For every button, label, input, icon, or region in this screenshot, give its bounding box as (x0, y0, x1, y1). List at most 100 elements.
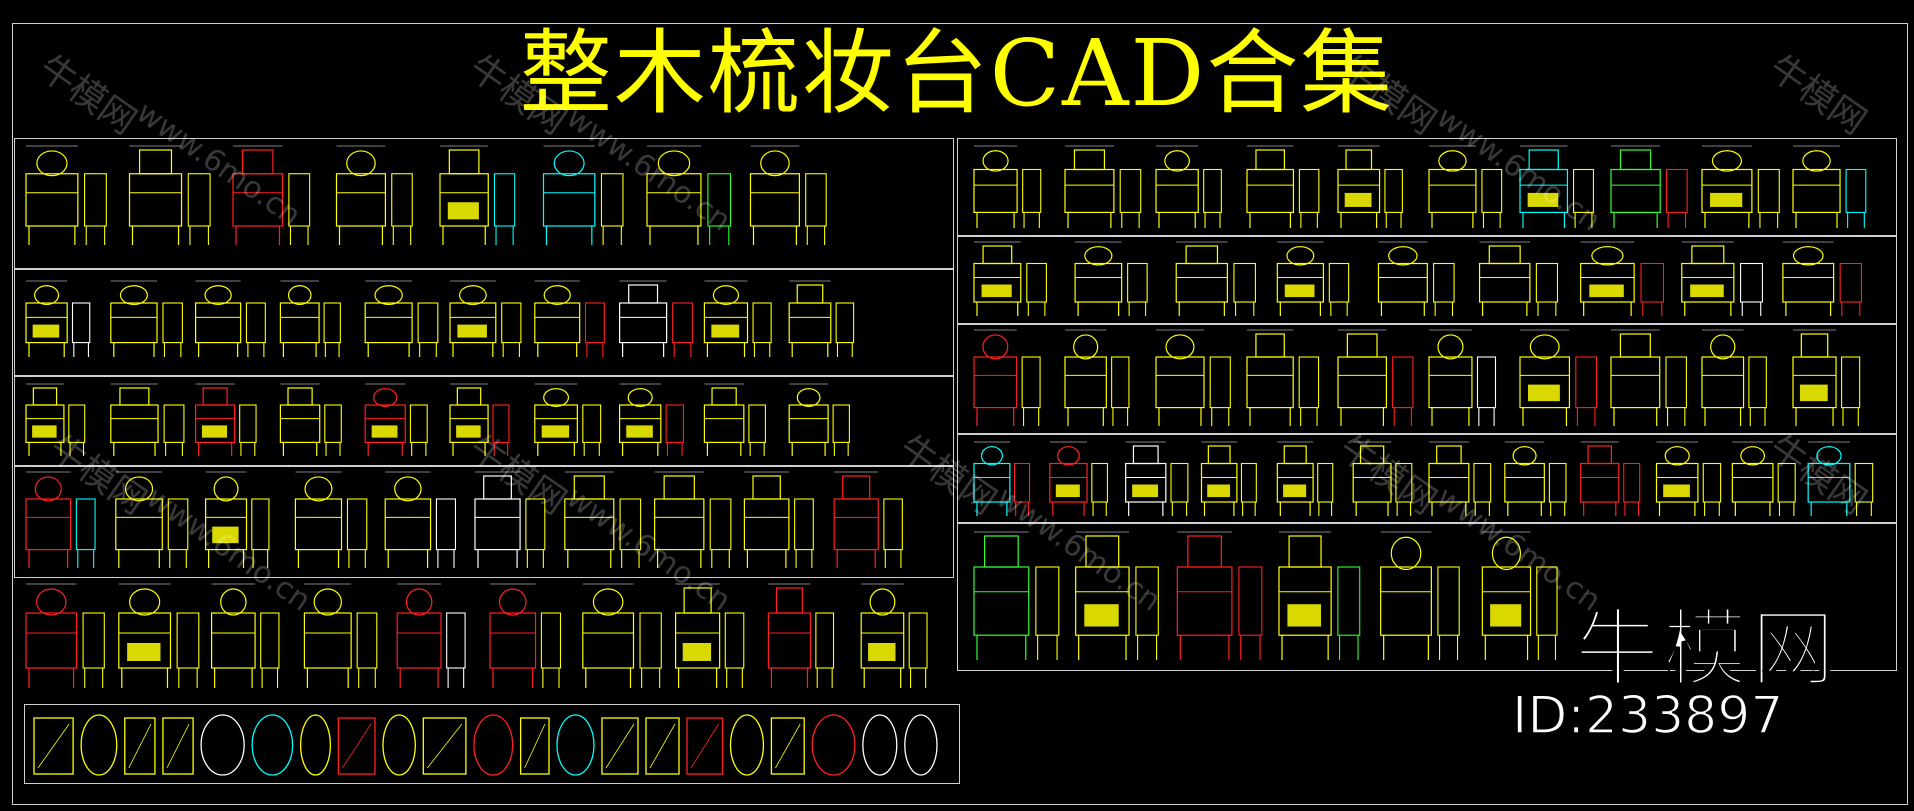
cad-drawing-33 (474, 471, 546, 568)
cad-mirror-17 (770, 717, 805, 775)
cad-mirror-13 (601, 717, 639, 775)
panel-right-row-2 (957, 236, 1897, 324)
cad-drawing-44 (582, 583, 662, 688)
cad-drawing-60 (1175, 241, 1256, 316)
cad-drawing-16 (703, 280, 772, 357)
cad-mirror-19 (862, 714, 898, 776)
cad-mirror-12 (556, 714, 595, 776)
cad-drawing-64 (1580, 241, 1665, 316)
cad-mirror-20 (904, 714, 938, 776)
cad-drawing-58 (973, 241, 1047, 316)
cad-drawing-54 (1519, 145, 1594, 228)
cad-drawing-73 (1519, 329, 1598, 426)
cad-mirror-16 (729, 714, 765, 776)
cad-drawing-66 (1782, 241, 1863, 316)
panel-right-row-1 (957, 138, 1897, 236)
cad-drawing-8 (25, 280, 91, 357)
cad-drawing-28 (25, 471, 96, 568)
panel-right-row-4 (957, 434, 1897, 523)
cad-drawing-56 (1701, 145, 1780, 228)
cad-drawing-3 (335, 145, 413, 245)
cad-drawing-9 (110, 280, 183, 357)
cad-drawing-13 (449, 280, 522, 357)
cad-drawing-42 (396, 583, 466, 688)
cad-drawing-11 (279, 280, 341, 357)
cad-drawing-34 (564, 471, 642, 568)
cad-drawing-50 (1155, 145, 1222, 228)
cad-drawing-94 (1481, 531, 1558, 660)
cad-drawing-61 (1276, 241, 1350, 316)
cad-drawing-22 (364, 383, 428, 456)
cad-mirror-2 (124, 717, 156, 775)
cad-drawing-21 (279, 383, 342, 456)
cad-mirror-5 (251, 714, 294, 776)
cad-drawing-80 (1200, 441, 1257, 516)
cad-drawing-32 (384, 471, 457, 568)
cad-mirror-4 (200, 714, 245, 776)
cad-mirror-7 (337, 717, 376, 775)
cad-drawing-59 (1074, 241, 1148, 316)
cad-drawing-65 (1681, 241, 1763, 316)
panel-left-row-3 (14, 376, 954, 466)
cad-drawing-20 (195, 383, 257, 456)
cad-drawing-93 (1380, 531, 1460, 660)
cad-drawing-5 (542, 145, 624, 245)
cad-drawing-23 (449, 383, 510, 456)
cad-drawing-38 (25, 583, 105, 688)
cad-drawing-85 (1580, 441, 1641, 516)
cad-drawing-7 (749, 145, 827, 245)
panel-left-row-2 (14, 269, 954, 376)
cad-drawing-75 (1701, 329, 1767, 426)
panel-right-row-5 (957, 523, 1897, 671)
cad-drawing-86 (1655, 441, 1722, 516)
cad-drawing-37 (833, 471, 903, 568)
cad-drawing-71 (1337, 329, 1414, 426)
cad-drawing-51 (1246, 145, 1320, 228)
cad-drawing-2 (232, 145, 311, 245)
cad-drawing-6 (646, 145, 732, 245)
cad-drawing-72 (1428, 329, 1497, 426)
cad-drawing-47 (860, 583, 928, 688)
cad-mirror-18 (811, 714, 856, 776)
cad-mirror-3 (162, 717, 194, 775)
cad-drawing-41 (303, 583, 378, 688)
panel-left-row-6 (24, 704, 960, 784)
cad-drawing-83 (1428, 441, 1492, 516)
brand-logo: 牛模网 (1574, 599, 1840, 699)
cad-mirror-11 (519, 717, 550, 775)
cad-drawing-63 (1478, 241, 1559, 316)
cad-drawing-10 (195, 280, 266, 357)
cad-mirror-9 (422, 717, 467, 775)
panel-left-row-4 (14, 466, 954, 578)
panel-right-row-3 (957, 324, 1897, 434)
cad-drawing-81 (1276, 441, 1334, 516)
cad-drawing-31 (294, 471, 368, 568)
cad-drawing-36 (743, 471, 814, 568)
cad-drawing-84 (1504, 441, 1567, 516)
cad-drawing-0 (25, 145, 107, 245)
cad-drawing-68 (1064, 329, 1130, 426)
cad-drawing-12 (364, 280, 439, 357)
cad-drawing-89 (973, 531, 1060, 660)
cad-drawing-24 (534, 383, 602, 456)
cad-drawing-15 (618, 280, 693, 357)
cad-drawing-82 (1352, 441, 1413, 516)
cad-drawing-45 (674, 583, 745, 688)
cad-drawing-77 (973, 441, 1031, 516)
cad-drawing-14 (534, 280, 605, 357)
cad-drawing-78 (1049, 441, 1108, 516)
page-title: 整木梳妆台CAD合集 (519, 20, 1395, 127)
brand-id-label: ID:233897 (1511, 685, 1784, 747)
cad-drawing-48 (973, 145, 1042, 228)
cad-drawing-69 (1155, 329, 1231, 426)
cad-mirror-8 (382, 714, 416, 776)
cad-drawing-57 (1792, 145, 1867, 228)
cad-drawing-62 (1377, 241, 1455, 316)
outer-drawing-frame (12, 23, 1908, 805)
cad-drawing-26 (703, 383, 766, 456)
cad-mirror-10 (473, 714, 514, 776)
cad-drawing-91 (1176, 531, 1263, 660)
cad-drawing-18 (25, 383, 86, 456)
